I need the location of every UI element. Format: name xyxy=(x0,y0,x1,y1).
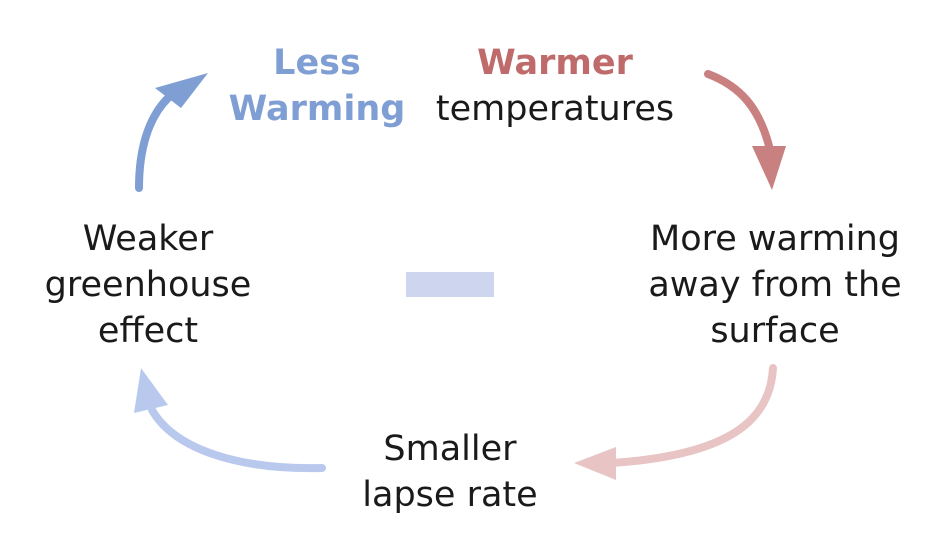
node-smaller-lapse-rate-line1: Smaller xyxy=(383,429,517,469)
node-weaker-greenhouse-effect-line2: greenhouse xyxy=(44,265,252,305)
node-warmer-temperatures-line1: Warmer xyxy=(477,43,633,83)
arrow-bottom-left xyxy=(134,368,326,473)
node-more-warming-aloft-line3: surface xyxy=(710,311,840,351)
node-more-warming-aloft: More warming away from the surface xyxy=(615,216,935,354)
node-weaker-greenhouse-effect-line1: Weaker xyxy=(82,219,214,259)
node-weaker-greenhouse-effect-line3: effect xyxy=(97,311,199,351)
arrow-top-left-shaft xyxy=(135,94,172,192)
arrow-bottom-right-head xyxy=(574,447,616,480)
arrow-bottom-left-head xyxy=(134,368,168,413)
arrow-top-left xyxy=(135,73,208,192)
node-less-warming-line1: Less xyxy=(273,43,361,83)
arrow-top-right-shaft xyxy=(704,70,774,154)
node-less-warming: Less Warming xyxy=(222,40,412,132)
node-more-warming-aloft-line1: More warming xyxy=(650,219,900,259)
node-less-warming-line2: Warming xyxy=(228,89,406,129)
arrow-top-right xyxy=(704,70,786,190)
node-more-warming-aloft-line2: away from the xyxy=(648,265,902,305)
arrow-bottom-right-shaft xyxy=(608,364,777,467)
node-smaller-lapse-rate-line2: lapse rate xyxy=(362,475,538,515)
node-weaker-greenhouse-effect: Weaker greenhouse effect xyxy=(8,216,288,354)
node-warmer-temperatures-line2: temperatures xyxy=(435,89,675,129)
arrow-bottom-left-shaft xyxy=(148,406,326,473)
node-smaller-lapse-rate: Smaller lapse rate xyxy=(330,426,570,518)
negative-feedback-minus-sign xyxy=(406,272,494,297)
arrow-bottom-right xyxy=(574,364,777,480)
arrow-top-right-head xyxy=(752,146,786,190)
node-warmer-temperatures: Warmer temperatures xyxy=(420,40,690,132)
arrow-top-left-head xyxy=(155,73,208,108)
